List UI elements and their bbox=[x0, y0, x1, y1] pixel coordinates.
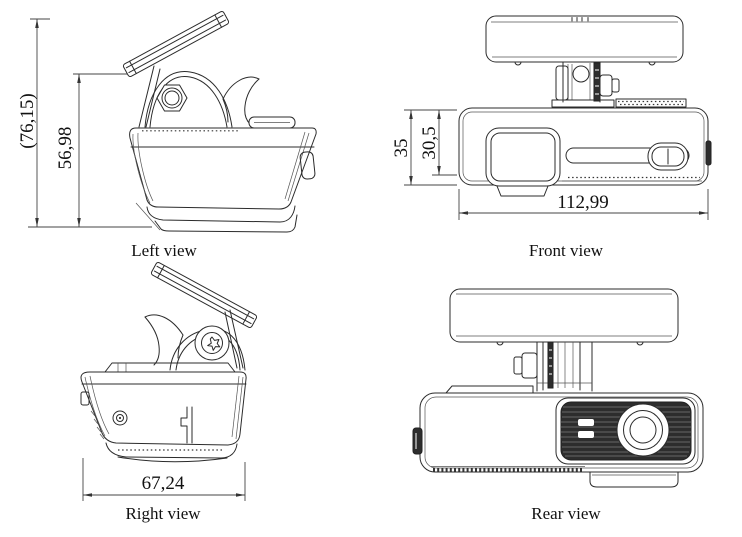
mount-stem-rear bbox=[513, 341, 593, 392]
dim-front-body-height: 30,5 bbox=[419, 126, 440, 159]
edge-tab bbox=[80, 391, 90, 406]
mold-marks bbox=[571, 17, 589, 22]
dim-front-width: 112,99 bbox=[557, 192, 609, 213]
mount-stem-front bbox=[551, 61, 620, 108]
camera-body-left bbox=[129, 127, 317, 233]
case-screw bbox=[112, 410, 128, 426]
battery-door-seam bbox=[180, 406, 188, 444]
rim-serration bbox=[90, 410, 105, 440]
mount-bracket-right bbox=[169, 309, 246, 371]
left-view: (76,15) 56,98 Left view bbox=[17, 11, 317, 260]
right-view: 67,24 Right view bbox=[80, 262, 258, 523]
led-indicator-1 bbox=[578, 419, 594, 426]
thread-bar-rear bbox=[547, 341, 554, 389]
knurled-strip bbox=[615, 98, 687, 108]
bottom-foot bbox=[589, 471, 679, 488]
lens-housing bbox=[485, 127, 561, 197]
led-indicator-2 bbox=[578, 431, 594, 438]
mount-pad bbox=[122, 11, 230, 77]
camera-body-rear bbox=[412, 385, 704, 488]
connector-tab bbox=[705, 140, 712, 166]
mount-pad-right bbox=[150, 262, 258, 328]
dim-front-total-height: 35 bbox=[391, 139, 412, 158]
rear-view-caption: Rear view bbox=[531, 504, 601, 523]
dim-right-width: 67,24 bbox=[142, 473, 185, 494]
front-view-dimensions: 35 30,5 112,99 bbox=[391, 109, 709, 220]
thread-bar bbox=[593, 62, 601, 102]
rear-view: Rear view bbox=[412, 288, 704, 523]
front-view-caption: Front view bbox=[529, 241, 604, 260]
camera-body-right bbox=[80, 362, 247, 463]
cable-hook-right bbox=[144, 314, 184, 366]
torx-screw bbox=[194, 325, 230, 361]
mount-plate-rear bbox=[449, 288, 679, 346]
tension-knob-rear bbox=[521, 352, 538, 379]
pivot-screw bbox=[572, 65, 590, 83]
mount-plate-front bbox=[485, 15, 684, 66]
right-view-dimensions: 67,24 bbox=[82, 458, 246, 501]
dim-left-body-height: 56,98 bbox=[55, 127, 76, 170]
lens-panel bbox=[555, 397, 696, 465]
tension-knob bbox=[599, 74, 613, 97]
dim-left-overall-height: (76,15) bbox=[17, 93, 38, 148]
side-slot bbox=[565, 142, 690, 171]
side-clip bbox=[299, 151, 316, 180]
left-view-caption: Left view bbox=[131, 241, 197, 260]
camera-body-front bbox=[458, 107, 712, 197]
front-view: 35 30,5 112,99 Front view bbox=[391, 15, 712, 260]
right-view-caption: Right view bbox=[125, 504, 201, 523]
edge-tab-rear bbox=[412, 427, 423, 455]
lens-glass bbox=[629, 416, 657, 444]
left-view-dimensions: (76,15) 56,98 bbox=[17, 18, 152, 228]
cable-hook bbox=[222, 76, 296, 129]
mount-bracket bbox=[138, 65, 233, 128]
